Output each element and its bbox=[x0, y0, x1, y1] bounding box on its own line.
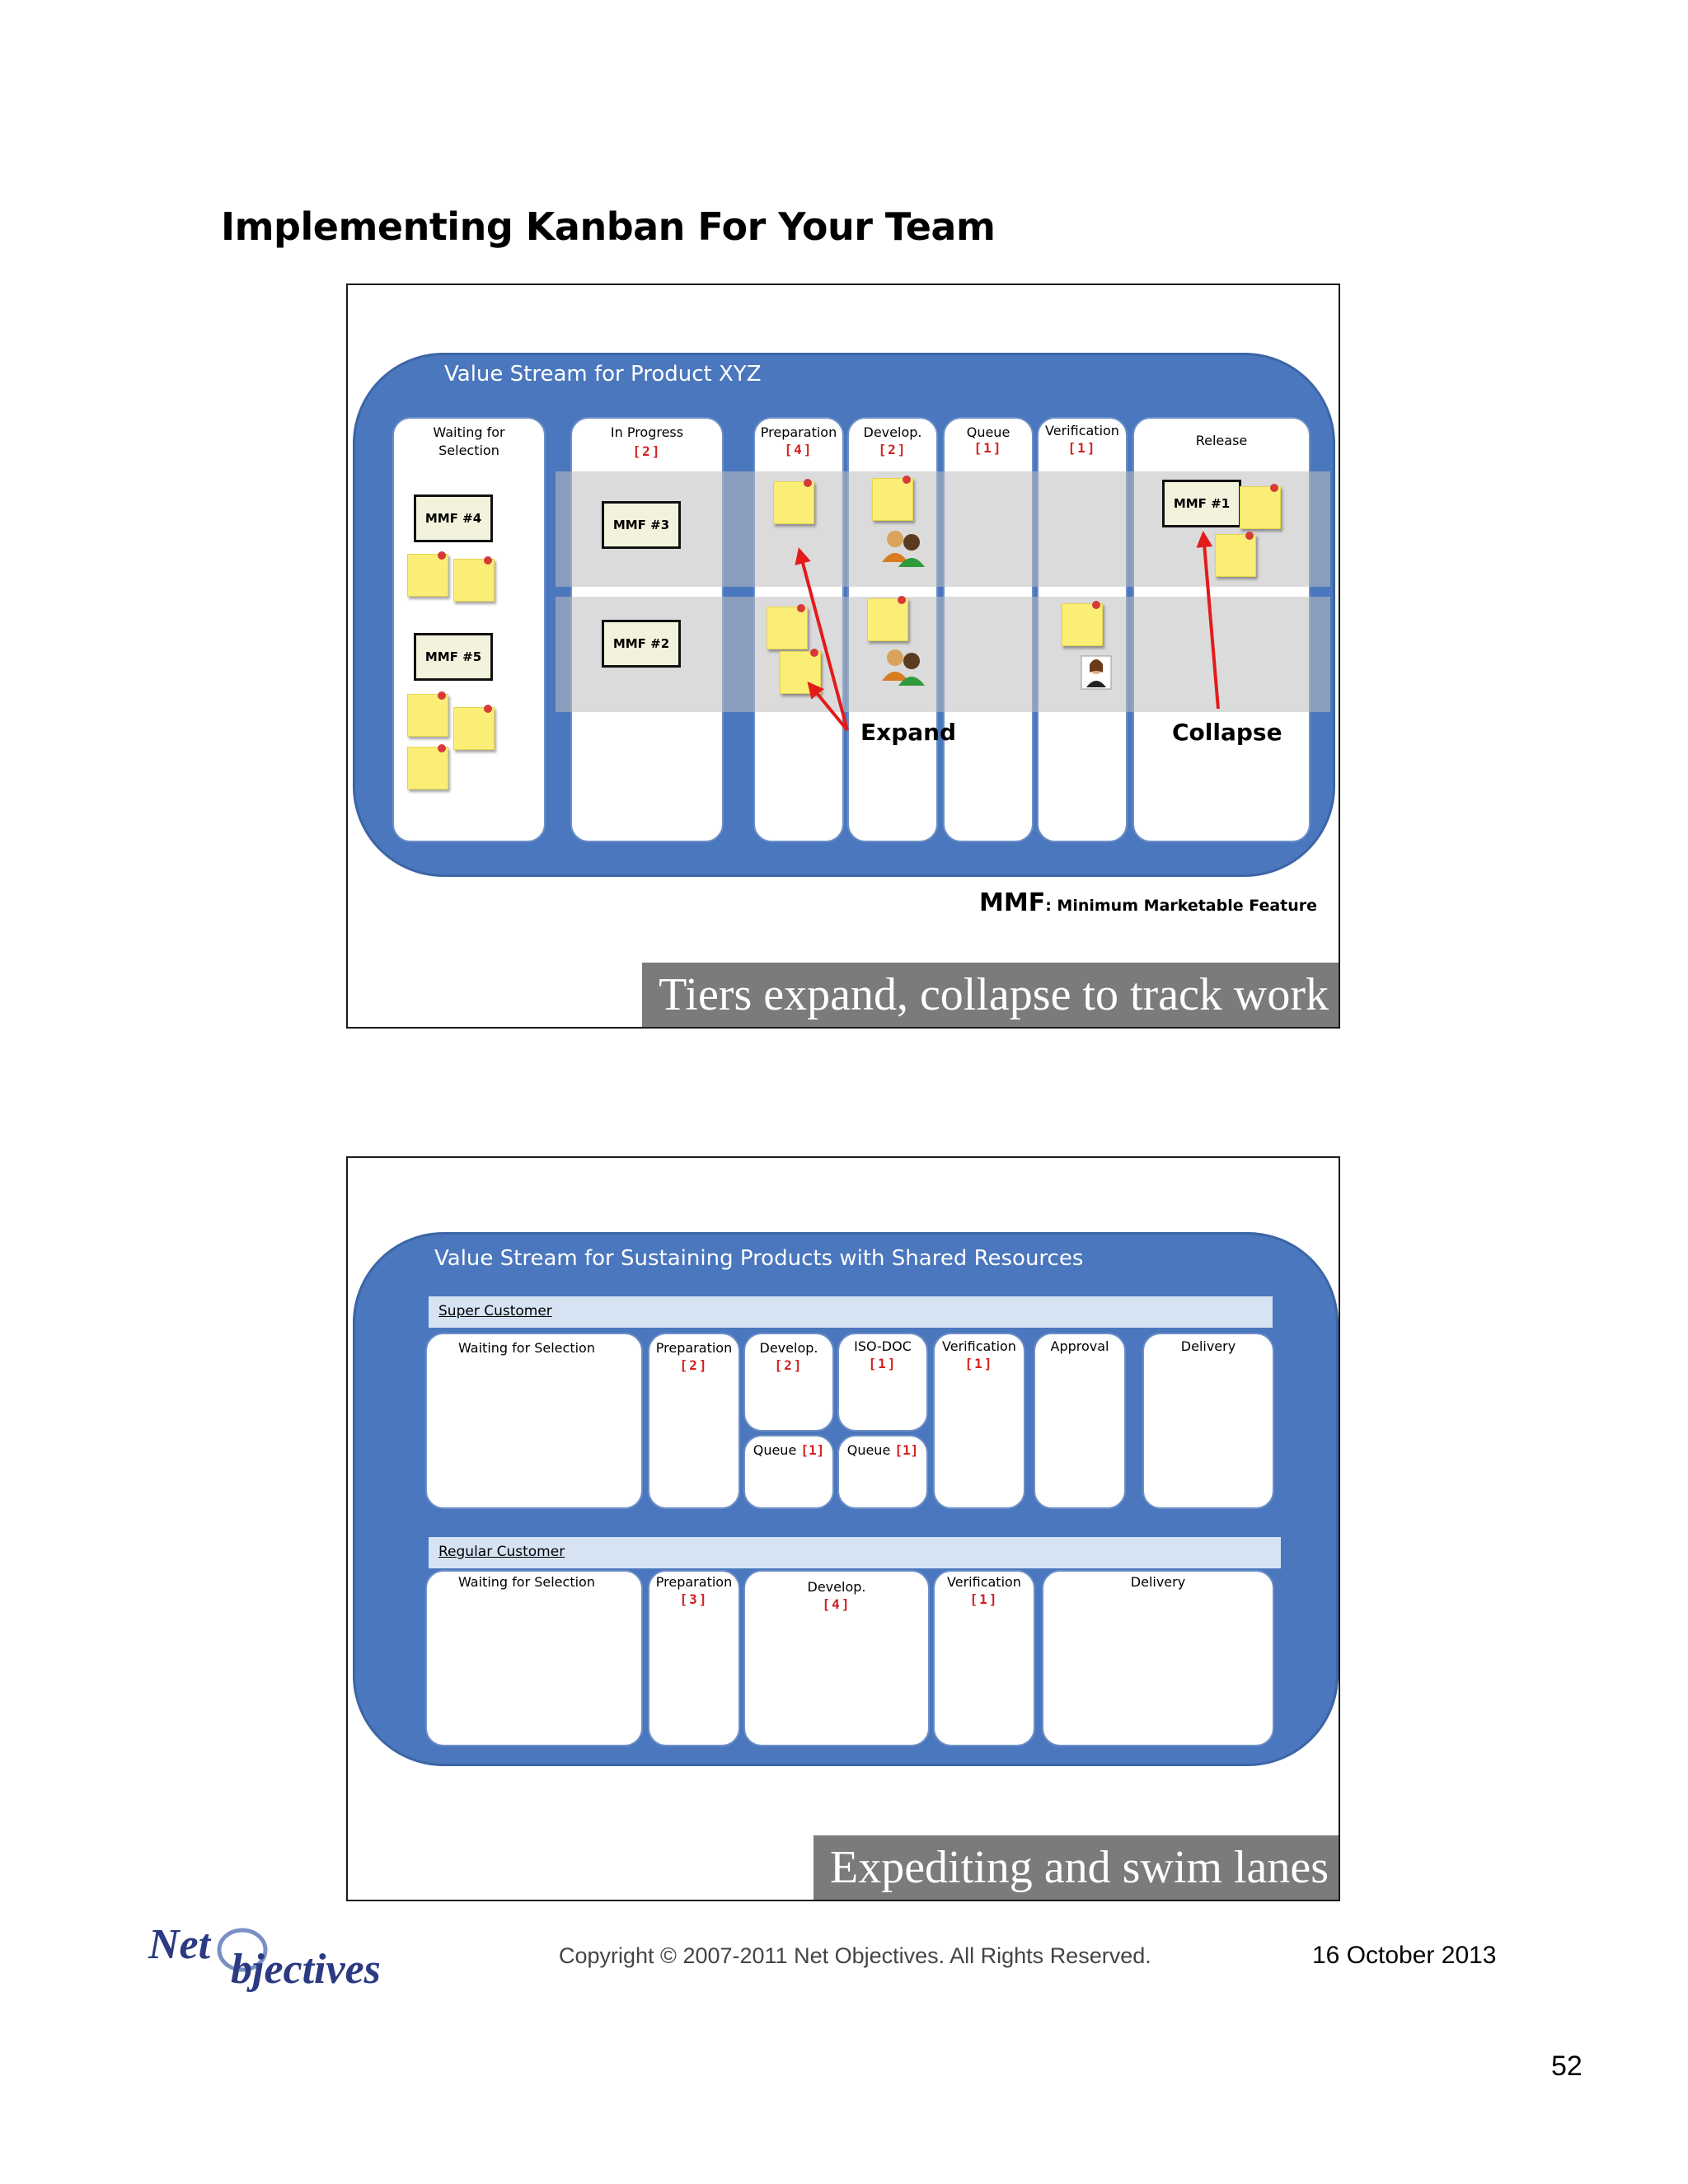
mmf-card: MMF #3 bbox=[602, 501, 681, 549]
column-label: Waiting for Selection bbox=[458, 1574, 595, 1590]
tier-lane-2 bbox=[556, 597, 1330, 712]
legend-text: : Minimum Marketable Feature bbox=[1045, 897, 1318, 915]
sticky-note bbox=[407, 744, 448, 790]
mmf-legend: MMF: Minimum Marketable Feature bbox=[979, 888, 1317, 917]
column-develop: Develop. [2] bbox=[743, 1333, 834, 1432]
queue-label: Queue bbox=[846, 1442, 891, 1458]
sticky-note bbox=[1062, 601, 1103, 646]
column-queue: Queue [1] bbox=[743, 1435, 834, 1509]
column-waiting-for-selection: Waiting for Selection bbox=[425, 1333, 643, 1509]
slide-caption: Expediting and swim lanes bbox=[813, 1835, 1339, 1900]
sticky-note bbox=[1240, 484, 1281, 529]
legend-abbrev: MMF bbox=[979, 888, 1046, 917]
column-label: Preparation bbox=[655, 1340, 733, 1356]
mmf-card: MMF #4 bbox=[414, 494, 493, 542]
person-icon bbox=[1078, 653, 1114, 692]
column-preparation: Preparation [3] bbox=[648, 1570, 740, 1746]
board-title: Value Stream for Sustaining Products wit… bbox=[434, 1246, 1084, 1271]
page-number: 52 bbox=[1551, 2050, 1582, 2082]
column-delivery: Delivery bbox=[1042, 1570, 1274, 1746]
column-label: Develop. bbox=[807, 1579, 866, 1595]
column-label: Waiting for Selection bbox=[458, 1340, 595, 1356]
swim-lane-header-regular: Regular Customer bbox=[429, 1537, 1281, 1568]
column-label: Delivery bbox=[1130, 1574, 1186, 1590]
column-label: Queue [1] bbox=[839, 1441, 926, 1460]
sticky-note bbox=[872, 476, 913, 521]
wip-limit: [2] bbox=[878, 442, 907, 457]
mmf-card: MMF #1 bbox=[1162, 480, 1241, 527]
column-label: Approval bbox=[1050, 1338, 1109, 1354]
column-verification: Verification [1] bbox=[933, 1333, 1025, 1509]
sticky-note bbox=[453, 556, 495, 602]
column-approval: Approval bbox=[1034, 1333, 1126, 1509]
copyright-notice: Copyright © 2007-2011 Net Objectives. Al… bbox=[559, 1943, 1151, 1968]
wip-limit: [1] bbox=[894, 1442, 919, 1458]
column-label: Delivery bbox=[1180, 1338, 1236, 1354]
mmf-card: MMF #5 bbox=[414, 633, 493, 681]
column-label: Queue [1] bbox=[745, 1441, 832, 1460]
slide-caption: Tiers expand, collapse to track work bbox=[642, 963, 1339, 1027]
sticky-note bbox=[407, 691, 448, 737]
column-waiting-for-selection: Waiting for Selection bbox=[425, 1570, 643, 1746]
column-label: Verification bbox=[947, 1574, 1021, 1590]
wip-limit: [1] bbox=[800, 1442, 825, 1458]
column-label: Release bbox=[1195, 433, 1248, 448]
wip-limit: [3] bbox=[679, 1591, 709, 1607]
column-label: Develop. bbox=[863, 424, 922, 440]
sticky-note bbox=[767, 604, 808, 649]
column-iso-doc: ISO-DOC [1] bbox=[837, 1333, 928, 1432]
wip-limit: [2] bbox=[632, 443, 662, 459]
sticky-note bbox=[1215, 532, 1256, 577]
wip-limit: [4] bbox=[822, 1596, 851, 1612]
column-label: Queue bbox=[966, 424, 1010, 440]
page-title: Implementing Kanban For Your Team bbox=[221, 204, 996, 249]
swim-lane-label: Super Customer bbox=[438, 1303, 552, 1319]
wip-limit: [2] bbox=[679, 1357, 709, 1373]
board-title: Value Stream for Product XYZ bbox=[444, 362, 762, 387]
team-pair-icon bbox=[879, 526, 928, 572]
sticky-note bbox=[407, 551, 448, 597]
column-label: In Progress bbox=[610, 424, 684, 440]
column-waiting-for-selection: Waiting for Selection bbox=[392, 417, 546, 842]
team-pair-icon bbox=[879, 644, 928, 691]
column-label: ISO-DOC bbox=[854, 1338, 912, 1354]
kanban-tiers-slide: Value Stream for Product XYZ Waiting for… bbox=[346, 284, 1340, 1029]
collapse-label: Collapse bbox=[1172, 719, 1282, 746]
wip-limit: [1] bbox=[1067, 440, 1097, 456]
mmf-card: MMF #2 bbox=[602, 620, 681, 668]
column-label: Develop. bbox=[759, 1340, 818, 1356]
net-objectives-logo: Net bjectives bbox=[145, 1912, 409, 2003]
svg-text:bjectives: bjectives bbox=[231, 1946, 381, 1993]
swim-lane-header-super: Super Customer bbox=[429, 1296, 1273, 1328]
document-date: 16 October 2013 bbox=[1312, 1942, 1497, 1969]
wip-limit: [1] bbox=[969, 1591, 999, 1607]
swim-lane-label: Regular Customer bbox=[438, 1544, 565, 1560]
swim-lanes-slide: Value Stream for Sustaining Products wit… bbox=[346, 1156, 1340, 1901]
expand-label: Expand bbox=[860, 719, 957, 746]
sticky-note bbox=[773, 479, 814, 524]
column-label: Waiting for Selection bbox=[433, 424, 505, 458]
sticky-note bbox=[780, 649, 821, 694]
column-label: Preparation bbox=[760, 424, 837, 440]
column-queue: Queue [1] bbox=[837, 1435, 928, 1509]
svg-text:Net: Net bbox=[148, 1921, 212, 1968]
column-label: Verification bbox=[1045, 423, 1119, 438]
wip-limit: [1] bbox=[868, 1356, 898, 1371]
wip-limit: [2] bbox=[774, 1357, 804, 1373]
column-delivery: Delivery bbox=[1142, 1333, 1274, 1509]
wip-limit: [4] bbox=[784, 442, 814, 457]
wip-limit: [1] bbox=[964, 1356, 994, 1371]
sticky-note bbox=[453, 705, 495, 750]
column-preparation: Preparation [2] bbox=[648, 1333, 740, 1509]
wip-limit: [1] bbox=[973, 440, 1003, 456]
queue-label: Queue bbox=[753, 1442, 797, 1458]
column-verification: Verification [1] bbox=[933, 1570, 1035, 1746]
sticky-note bbox=[867, 596, 908, 641]
column-label: Preparation bbox=[655, 1574, 733, 1590]
column-label: Verification bbox=[942, 1338, 1016, 1354]
column-develop: Develop. [4] bbox=[743, 1570, 930, 1746]
